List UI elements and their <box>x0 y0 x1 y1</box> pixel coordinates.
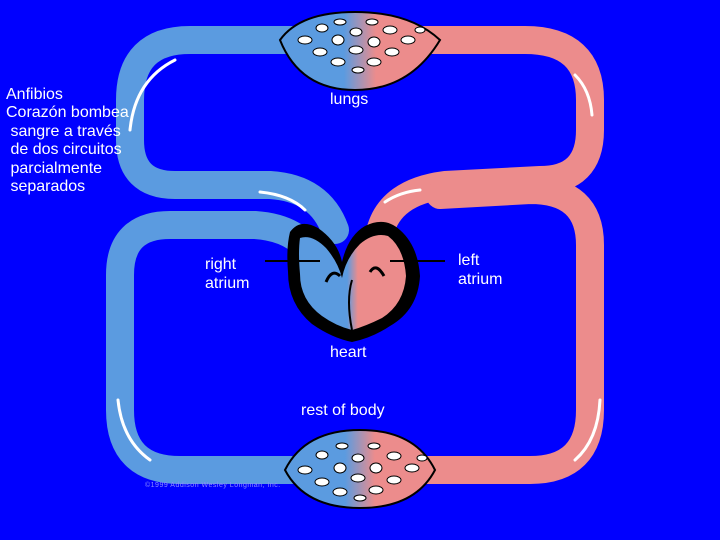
heart-chamber <box>299 235 406 330</box>
aorta <box>401 176 604 484</box>
heart-septum <box>348 279 353 331</box>
right-atrium-label: right atrium <box>205 256 250 292</box>
flow-arrow <box>258 190 307 212</box>
body-capillary-holes <box>297 442 428 502</box>
heart-shape <box>287 221 420 342</box>
oxygenated-vessels <box>366 26 604 484</box>
flow-arrow <box>573 398 602 462</box>
pulmonary-vein <box>366 26 604 246</box>
atrial-valves <box>324 266 386 283</box>
heart-label: heart <box>330 344 367 361</box>
body-capillaries <box>283 428 437 510</box>
flow-arrow <box>383 188 422 204</box>
left-atrium-label: left atrium <box>458 252 503 288</box>
lung-capillaries <box>278 10 442 92</box>
flow-arrow <box>116 398 152 462</box>
rest-of-body-label: rest of body <box>301 402 385 419</box>
copyright-credit: ©1999 Addison Wesley Longman, Inc. <box>145 482 281 489</box>
pulmonary-artery <box>116 26 349 244</box>
lungs-label: lungs <box>330 91 369 108</box>
lung-capillary-holes <box>297 18 426 74</box>
diagram-caption: Anfibios Corazón bombea sangre a través … <box>6 86 129 196</box>
flow-arrow <box>128 58 177 132</box>
flow-arrows <box>116 58 602 462</box>
systemic-vein <box>106 211 329 484</box>
deoxygenated-vessels <box>106 26 349 484</box>
body-capillary-bed <box>283 428 437 510</box>
flow-arrow <box>573 73 594 117</box>
